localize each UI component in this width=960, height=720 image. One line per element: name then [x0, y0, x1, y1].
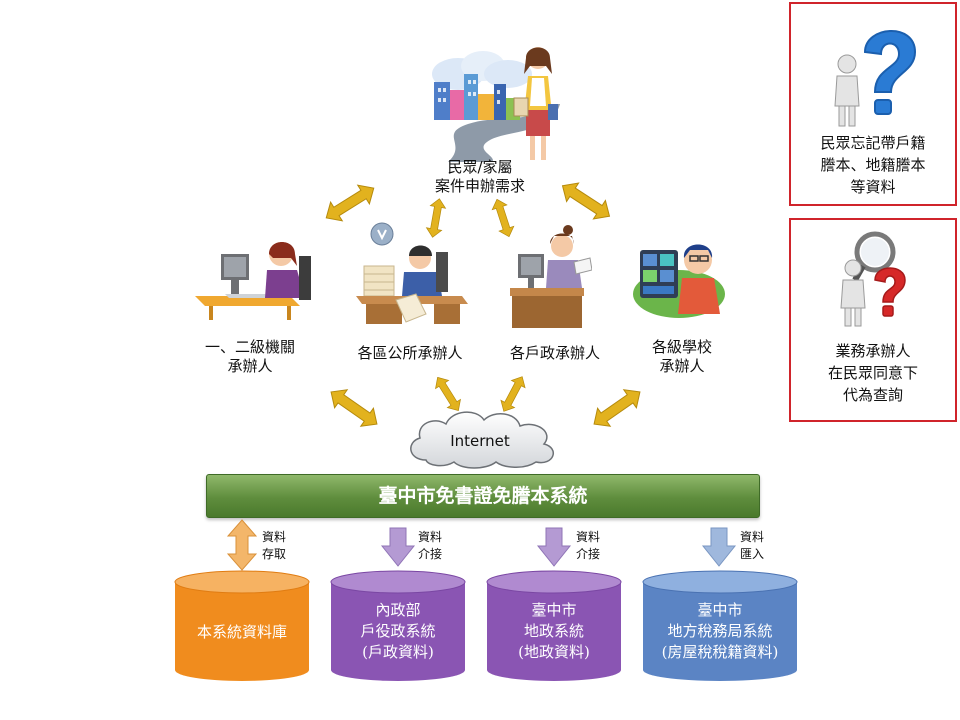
magnifier-question-icon	[840, 231, 906, 327]
link-label-interface-2: 資料 介接	[576, 529, 600, 563]
link-label-line2: 存取	[262, 547, 287, 561]
handler-label-line1: 一、二級機關	[204, 338, 295, 356]
side-box-line: 等資料	[850, 178, 896, 196]
database-label: 臺中市 地方稅務局系統 (房屋稅稅籍資料)	[642, 600, 798, 663]
link-label-line1: 資料	[576, 530, 601, 544]
side-box-text: 民眾忘記帶戶籍 謄本、地籍謄本 等資料	[791, 132, 955, 198]
internet-cloud-icon	[410, 411, 554, 469]
handler-label-school: 各級學校 承辦人	[622, 338, 742, 376]
database-label-line: (房屋稅稅籍資料)	[661, 643, 779, 661]
database-label-line: 地方稅務局系統	[667, 622, 773, 640]
database-cylinder-shape	[642, 570, 798, 681]
side-box-line: 在民眾同意下	[827, 364, 918, 382]
database-label: 內政部 戶役政系統 (戶政資料)	[330, 600, 466, 663]
database-label: 本系統資料庫	[174, 622, 310, 643]
link-label-import: 資料 匯入	[740, 529, 764, 563]
citizen-label-line1: 民眾/家屬	[447, 158, 513, 176]
database-household: 內政部 戶役政系統 (戶政資料)	[330, 570, 466, 682]
citizen-illustration	[432, 47, 560, 162]
link-label-line1: 資料	[262, 530, 287, 544]
database-label-line: 臺中市	[697, 601, 743, 619]
link-label-line2: 介接	[576, 547, 601, 561]
data-interface-arrow-1	[380, 527, 416, 567]
district-worker-illustration	[356, 222, 468, 324]
database-label-line: 臺中市	[531, 601, 577, 619]
database-cylinder-shape	[330, 570, 466, 681]
link-label-line2: 介接	[418, 547, 443, 561]
database-label-line: 本系統資料庫	[196, 623, 287, 641]
side-box-text: 業務承辦人 在民眾同意下 代為查詢	[791, 340, 955, 406]
side-box-handler-query: 業務承辦人 在民眾同意下 代為查詢	[789, 218, 957, 422]
handler-label-agency: 一、二級機關 承辦人	[190, 338, 310, 376]
database-tax: 臺中市 地方稅務局系統 (房屋稅稅籍資料)	[642, 570, 798, 682]
handler-label-line1: 各區公所承辦人	[357, 344, 463, 362]
system-title-banner: 臺中市免書證免謄本系統	[206, 474, 760, 518]
agency-worker-illustration	[195, 242, 311, 320]
data-interface-arrow-2	[536, 527, 572, 567]
database-label-line: 內政部	[375, 601, 421, 619]
database-label-line: 戶役政系統	[360, 622, 436, 640]
database-label: 臺中市 地政系統 (地政資料)	[486, 600, 622, 663]
handler-label-household: 各戶政承辦人	[490, 344, 620, 363]
side-box-line: 業務承辦人	[835, 342, 911, 360]
database-land: 臺中市 地政系統 (地政資料)	[486, 570, 622, 682]
citizen-label-line2: 案件申辦需求	[434, 177, 525, 195]
data-access-arrow	[226, 519, 258, 571]
database-cylinder-shape	[174, 570, 310, 681]
handler-label-line2: 承辦人	[227, 357, 273, 375]
link-label-access: 資料 存取	[262, 529, 286, 563]
internet-label: Internet	[450, 432, 510, 450]
school-worker-illustration	[633, 244, 725, 318]
database-label-line: (戶政資料)	[362, 643, 434, 661]
handler-label-line2: 承辦人	[659, 357, 705, 375]
link-label-line1: 資料	[418, 530, 443, 544]
link-label-line1: 資料	[740, 530, 765, 544]
household-worker-illustration	[510, 225, 592, 328]
handler-label-district: 各區公所承辦人	[340, 344, 480, 363]
link-label-line2: 匯入	[740, 547, 765, 561]
side-box-line: 代為查詢	[842, 386, 903, 404]
question-mark-icon	[834, 30, 917, 127]
side-box-forgot-documents: 民眾忘記帶戶籍 謄本、地籍謄本 等資料	[789, 2, 957, 206]
database-label-line: 地政系統	[523, 622, 584, 640]
link-label-interface-1: 資料 介接	[418, 529, 442, 563]
side-box-line: 民眾忘記帶戶籍	[820, 134, 926, 152]
database-cylinder-shape	[486, 570, 622, 681]
side-box-line: 謄本、地籍謄本	[820, 156, 926, 174]
citizen-label: 民眾/家屬 案件申辦需求	[400, 158, 560, 196]
handler-label-line1: 各戶政承辦人	[509, 344, 600, 362]
database-label-line: (地政資料)	[518, 643, 590, 661]
data-import-arrow	[701, 527, 737, 567]
database-local: 本系統資料庫	[174, 570, 310, 682]
handler-label-line1: 各級學校	[651, 338, 712, 356]
